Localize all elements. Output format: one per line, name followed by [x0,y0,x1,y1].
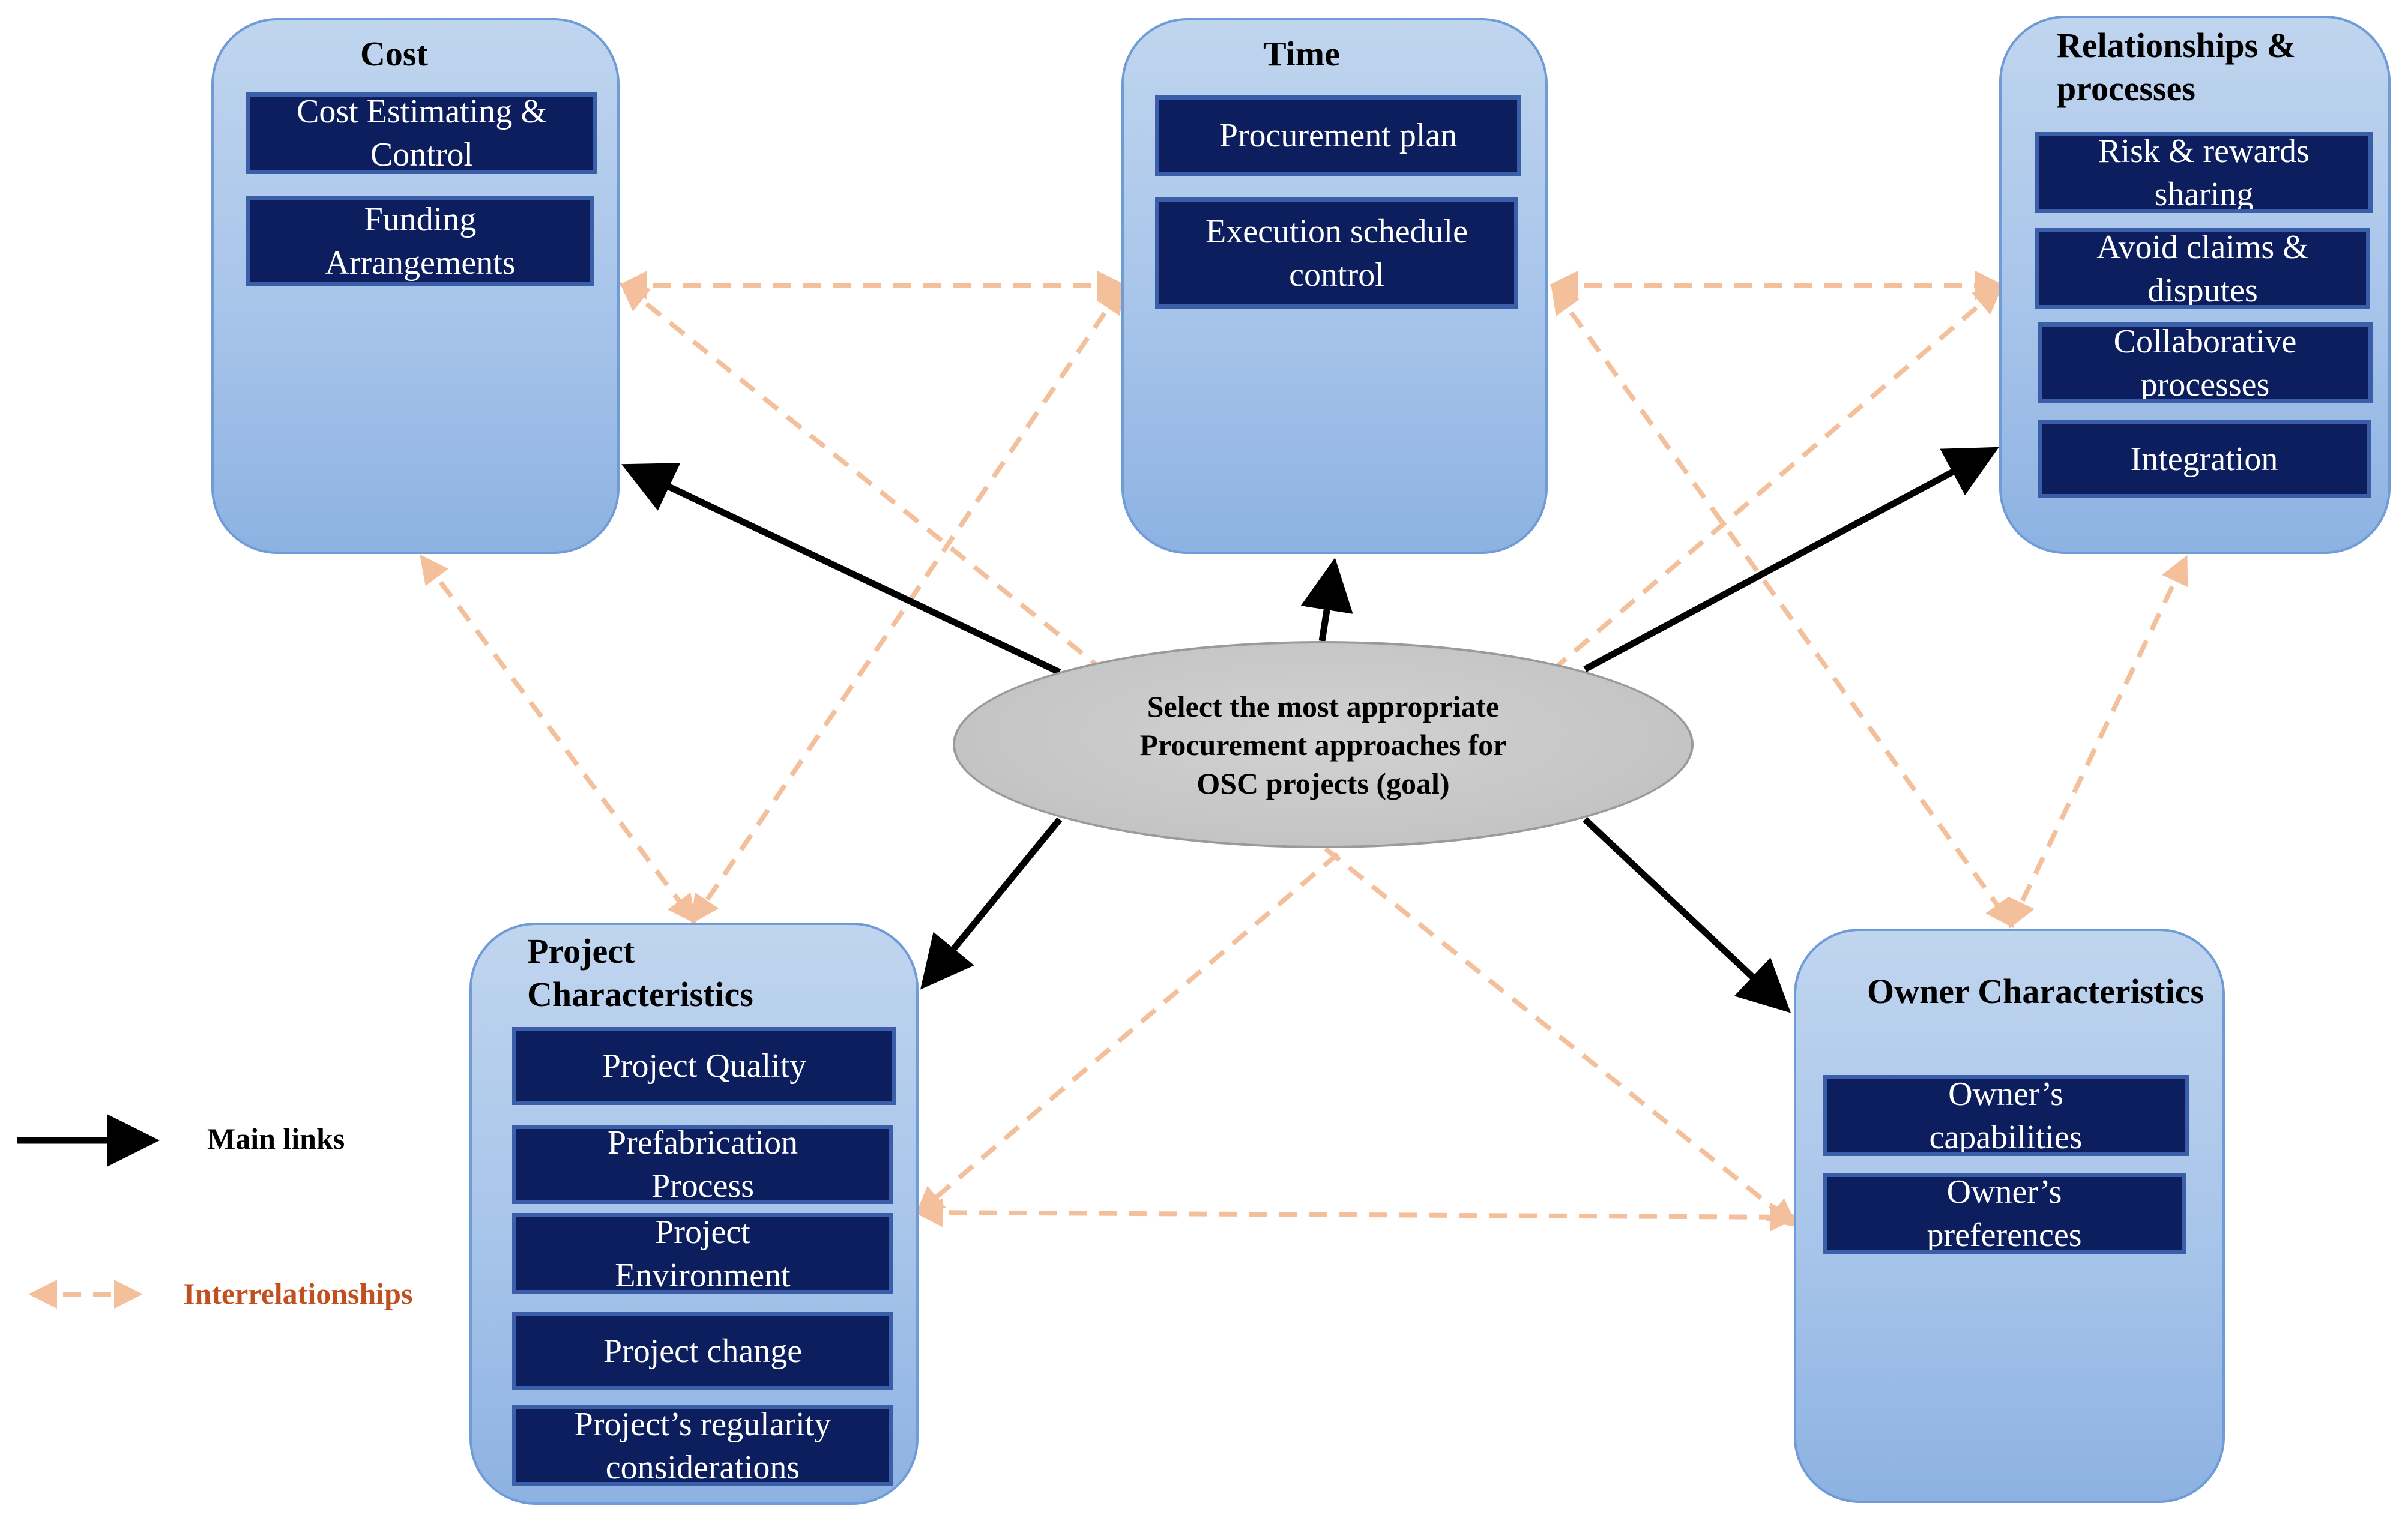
interrelationship-relationships-project [914,285,2003,1216]
execution-schedule-control-item: Execution schedule control [1155,197,1518,309]
main-link-time [1300,558,1353,642]
project-regularity-considerations-item: Project’s regularity considerations [512,1405,893,1486]
main-link-owner [1583,816,1791,1013]
prefabrication-process-item: Prefabrication Process [512,1125,893,1204]
main-link-relationships [1583,447,1999,672]
avoid-claims-disputes-item: Avoid claims & disputes [2035,228,2370,309]
integration-item: Integration [2038,420,2371,498]
project-quality-item: Project Quality [512,1027,896,1105]
legend-main-links-label: Main links [207,1122,345,1155]
cost-panel: Cost Cost Estimating & Control Funding A… [211,18,620,554]
cost-title: Cost [360,34,428,73]
project-environment-item: Project Environment [512,1213,893,1294]
interrelationship-project-owner [914,1198,1799,1232]
risk-rewards-sharing-item: Risk & rewards sharing [2035,132,2373,213]
main-link-cost [621,463,1061,675]
interrelationship-relationships-owner [2008,555,2188,929]
procurement-plan-item: Procurement plan [1155,95,1521,176]
project-change-item: Project change [512,1312,893,1390]
funding-arrangements-item: Funding Arrangements [246,196,594,286]
relationships-processes-panel: Relationships & processes Risk & rewards… [1999,16,2391,554]
time-title: Time [1263,34,1340,73]
owner-preferences-item: Owner’s preferences [1823,1173,2186,1254]
main-link-project [920,817,1063,990]
owner-characteristics-panel: Owner Characteristics Owner’s capabiliti… [1794,929,2225,1503]
project-characteristics-title: Project Characteristics [527,932,753,1014]
interrelationship-cost-project [420,554,696,924]
project-characteristics-panel: Project Characteristics Project Quality … [469,923,919,1505]
collaborative-processes-item: Collaborative processes [2038,322,2373,403]
cost-estimating-control-item: Cost Estimating & Control [246,92,597,174]
owner-capabilities-item: Owner’s capabilities [1823,1075,2189,1156]
relationships-processes-title: Relationships & processes [2057,26,2296,108]
goal-ellipse: Select the most appropriate Procurement … [953,641,1694,848]
owner-characteristics-title: Owner Characteristics [1867,972,2204,1011]
legend-interrelationships-label: Interrelationships [183,1277,413,1310]
time-panel: Time Procurement plan Execution schedule… [1121,18,1548,554]
interrelationship-time-owner [1551,284,2014,929]
